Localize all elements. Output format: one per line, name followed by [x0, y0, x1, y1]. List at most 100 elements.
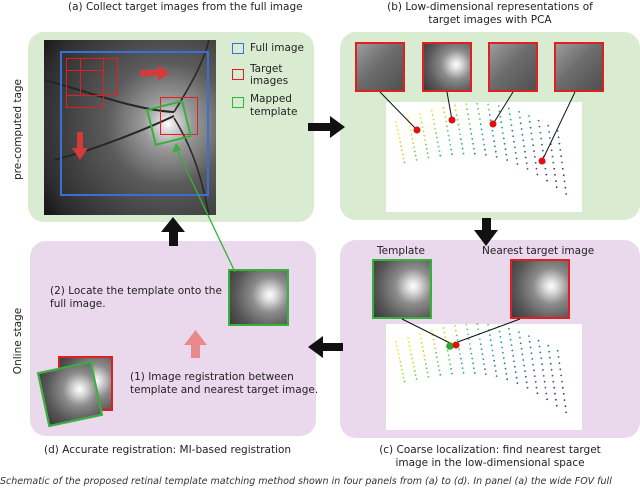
manifold-point	[520, 347, 523, 350]
manifold-point	[479, 123, 482, 126]
manifold-point	[494, 150, 497, 153]
manifold-point	[402, 376, 405, 379]
manifold-point	[488, 108, 490, 111]
manifold-point	[456, 339, 459, 341]
manifold-point	[457, 123, 460, 126]
legend-full-image-label: Full image	[250, 42, 304, 54]
manifold-point	[415, 159, 418, 161]
manifold-point	[542, 375, 545, 377]
manifold-point	[535, 167, 538, 170]
manifold-point	[443, 331, 446, 334]
manifold-point	[395, 125, 398, 127]
arrow-a-to-b-head	[330, 116, 345, 138]
manifold-point	[529, 346, 532, 349]
manifold-point	[502, 351, 504, 354]
legend-mapped-label-2: template	[250, 106, 298, 118]
manifold-point	[444, 116, 447, 118]
manifold-point	[465, 323, 468, 326]
manifold-point	[467, 118, 470, 120]
panel-c-title-line1: (c) Coarse localization: find nearest ta…	[379, 444, 601, 456]
manifold-point	[409, 349, 412, 352]
nearest-target-label: Nearest target image	[482, 245, 595, 257]
manifold-point	[514, 146, 516, 149]
manifold-point	[413, 146, 415, 149]
manifold-point	[501, 126, 503, 129]
manifold-point	[524, 375, 527, 378]
arrow-a-to-b-shaft	[308, 123, 330, 131]
manifold-point	[467, 338, 470, 340]
manifold-point	[472, 142, 474, 145]
manifold-point	[564, 405, 567, 408]
panel-c-title-line2: image in the low-dimensional space	[395, 457, 585, 469]
manifold-point	[564, 186, 567, 189]
manifold-point	[559, 149, 562, 151]
manifold-point	[547, 124, 550, 127]
manifold-point	[439, 373, 442, 376]
pca-scatter-b	[395, 102, 568, 195]
manifold-point	[451, 153, 453, 156]
manifold-point	[414, 154, 417, 157]
manifold-point	[448, 139, 451, 142]
manifold-point	[413, 365, 415, 368]
manifold-point	[556, 130, 559, 132]
manifold-point	[509, 338, 512, 341]
manifold-point	[540, 137, 543, 140]
manifold-point	[447, 134, 450, 137]
manifold-point	[442, 106, 445, 109]
manifold-point	[531, 358, 534, 360]
manifold-point	[401, 149, 403, 152]
manifold-point	[420, 341, 423, 344]
manifold-point	[500, 121, 503, 124]
manifold-point	[521, 353, 524, 356]
manifold-point	[551, 374, 554, 377]
manifold-point	[473, 367, 475, 370]
scan-direction-arrows	[72, 65, 170, 160]
manifold-point	[415, 378, 418, 380]
manifold-point	[403, 380, 406, 383]
manifold-point	[551, 155, 554, 158]
manifold-point	[419, 117, 422, 120]
manifold-point	[555, 186, 558, 189]
manifold-point	[495, 375, 498, 377]
manifold-point	[533, 150, 535, 152]
manifold-point	[473, 372, 476, 374]
manifold-point	[450, 368, 452, 370]
manifold-point	[519, 336, 521, 339]
manifold-point	[565, 193, 568, 195]
manifold-point	[494, 365, 496, 367]
pca-plot-b	[386, 102, 582, 212]
manifold-point	[492, 354, 495, 357]
manifold-point	[500, 341, 503, 344]
figure-caption: Schematic of the proposed retinal templa…	[0, 476, 612, 487]
manifold-point	[439, 154, 442, 157]
manifold-point	[555, 398, 557, 401]
manifold-point	[436, 141, 439, 143]
manifold-point	[443, 111, 446, 114]
manifold-point	[506, 378, 509, 381]
manifold-point	[526, 386, 529, 389]
manifold-point	[430, 329, 433, 332]
manifold-point	[459, 133, 461, 136]
manifold-point	[462, 371, 465, 374]
manifold-point	[414, 374, 417, 376]
manifold-point	[460, 138, 462, 140]
manifold-point	[423, 354, 426, 357]
manifold-point	[448, 358, 451, 361]
manifold-point	[510, 344, 513, 346]
manifold-point	[401, 372, 404, 375]
manifold-point	[536, 392, 539, 395]
template-patch-d	[228, 269, 289, 326]
manifold-point	[545, 173, 548, 176]
manifold-point	[467, 333, 469, 336]
manifold-point	[398, 356, 401, 359]
manifold-point	[479, 343, 482, 346]
legend-full-image-swatch	[232, 43, 244, 54]
manifold-point	[421, 346, 424, 348]
manifold-point	[481, 133, 484, 136]
manifold-point	[426, 371, 429, 374]
manifold-point	[560, 155, 562, 158]
manifold-point	[546, 398, 548, 401]
manifold-point	[515, 376, 518, 379]
manifold-point	[536, 173, 539, 176]
manifold-point	[508, 107, 510, 110]
